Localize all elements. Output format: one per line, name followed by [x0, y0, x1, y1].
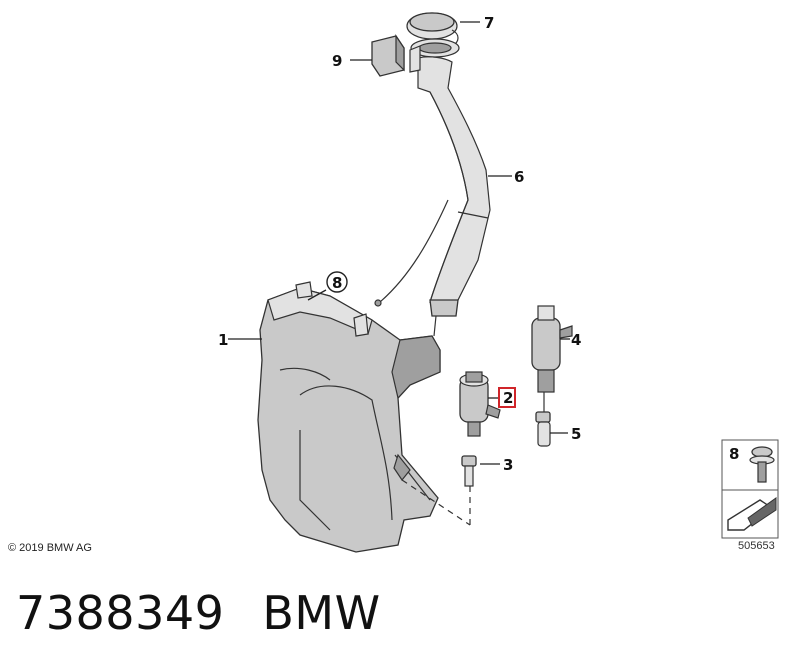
footer-caption: 7388349 BMW: [16, 586, 419, 640]
washer-pump-2: [459, 371, 501, 437]
grommet-5: [535, 392, 551, 447]
reference-code: 505653: [738, 540, 775, 552]
screw-icon: [749, 446, 775, 483]
legend-item-number: 8: [729, 445, 739, 463]
callout-7: 7: [484, 14, 494, 32]
bracket-clip: [371, 34, 421, 77]
callout-2-highlight[interactable]: [498, 387, 516, 408]
copyright-notice: © 2019 BMW AG: [8, 542, 92, 554]
filler-neck: [374, 56, 491, 337]
callout-3: 3: [503, 456, 513, 474]
callout-6: 6: [514, 168, 524, 186]
filler-cap: [406, 12, 460, 58]
part-number: 7388349: [16, 586, 225, 640]
callout-8-circle: [326, 271, 348, 293]
brand-name: BMW: [262, 586, 381, 640]
callout-9: 9: [332, 52, 342, 70]
callout-2[interactable]: 2: [503, 389, 513, 407]
callout-4: 4: [571, 331, 581, 349]
washer-fluid-reservoir: [257, 281, 441, 553]
legend-box: 8: [721, 439, 779, 539]
callout-1: 1: [218, 331, 228, 349]
arrow-icon: [727, 497, 777, 531]
washer-pump-4: [531, 305, 573, 393]
callout-5: 5: [571, 425, 581, 443]
grommet-3: [461, 455, 477, 487]
callout-8: 8: [332, 274, 342, 292]
